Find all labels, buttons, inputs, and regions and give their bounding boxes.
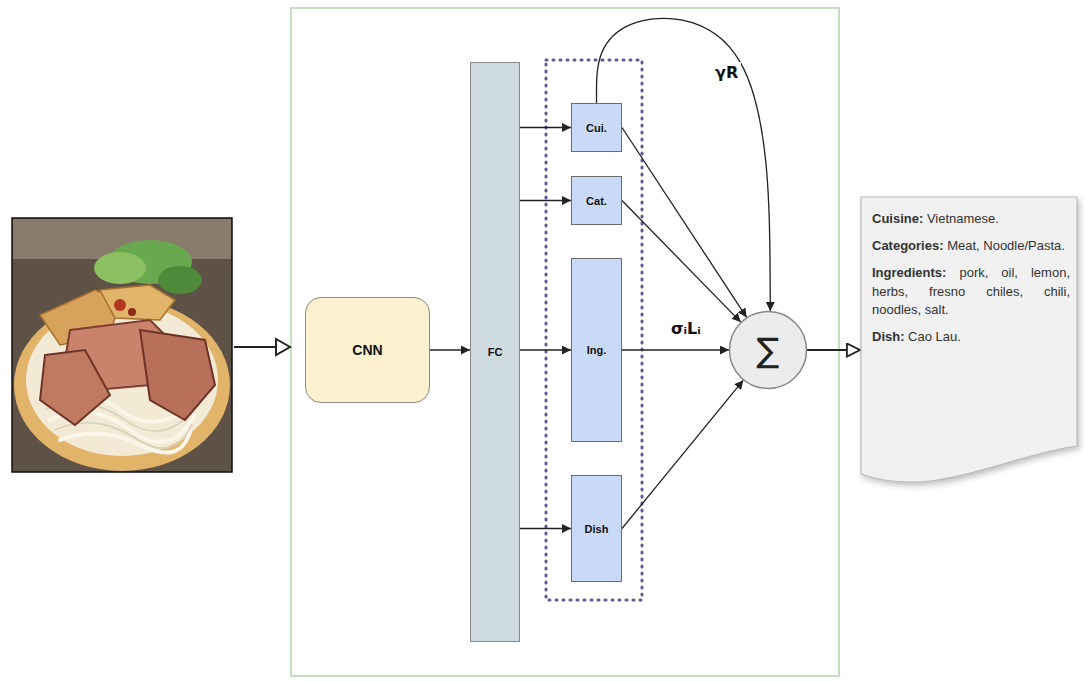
document-body: Cuisine: Vietnamese. Categories: Meat, No…: [860, 196, 1080, 347]
cnn-box: CNN: [305, 297, 430, 403]
node-label: Cui.: [586, 122, 607, 134]
output-document: Cuisine: Vietnamese. Categories: Meat, No…: [860, 196, 1080, 496]
fc-layer-bar: FC: [470, 62, 520, 642]
model-frame: [291, 8, 839, 676]
node-label: Cat.: [586, 195, 607, 207]
connector-arrow: [622, 128, 747, 318]
connector-arrow: [622, 201, 741, 323]
connector-arrow: [520, 200, 571, 201]
node-label: FC: [488, 346, 503, 358]
food-photo: [12, 218, 232, 472]
connector-arrow: [430, 349, 470, 350]
connector-arrow: [520, 349, 571, 350]
output-field: Categories: Meat, Noodle/Pasta.: [872, 237, 1070, 256]
connector-arrow: [520, 528, 571, 529]
output-field: Ingredients: pork, oil, lemon, herbs, fr…: [872, 264, 1070, 321]
edge-label: σᵢLᵢ: [668, 318, 704, 339]
node-label: Dish: [585, 523, 609, 535]
connector-arrow: [622, 380, 743, 528]
task-head-box: Ing.: [571, 258, 622, 442]
node-label: Ing.: [587, 344, 607, 356]
input-arrow: [234, 339, 290, 355]
connector-arrow: [520, 127, 571, 128]
connector-arrow: [807, 349, 860, 351]
node-label: CNN: [352, 342, 382, 358]
output-field: Cuisine: Vietnamese.: [872, 210, 1070, 229]
output-field: Dish: Cao Lau.: [872, 328, 1070, 347]
head-group-outline: [546, 60, 642, 600]
task-head-box: Cui.: [571, 103, 622, 152]
connector-arrow: [622, 349, 729, 350]
sum-circle: ∑: [728, 310, 808, 390]
regularization-curve: [597, 18, 771, 311]
node-label: ∑: [757, 330, 780, 370]
task-head-box: Cat.: [571, 176, 622, 225]
task-head-box: Dish: [571, 475, 622, 582]
edge-label: γR: [712, 62, 741, 83]
